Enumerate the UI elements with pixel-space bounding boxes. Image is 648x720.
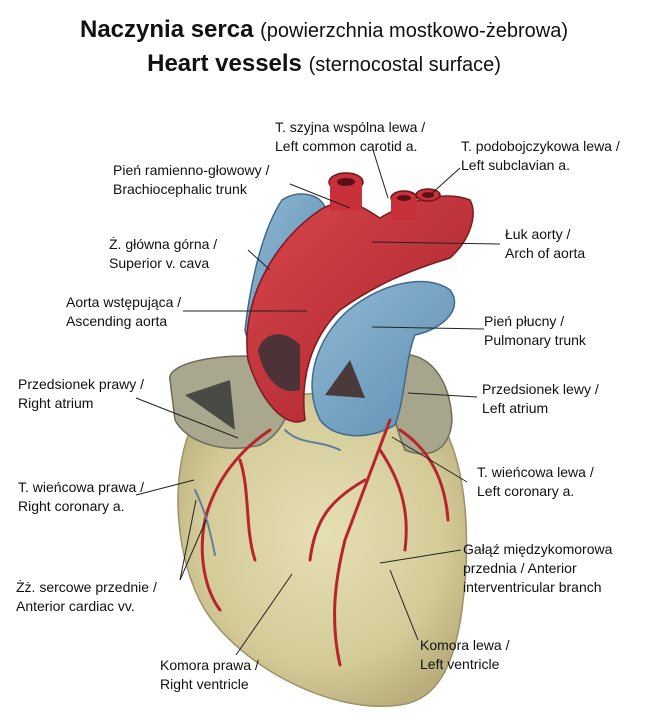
pulmonary-trunk — [311, 280, 456, 437]
label-superior-vena-cava: Ż. główna górna / Superior v. cava — [109, 236, 218, 271]
label-right-coronary: T. wieńcowa prawa / Right coronary a. — [18, 479, 145, 514]
title-line-2: Heart vessels (sternocostal surface) — [0, 49, 648, 80]
title-line-1: Naczynia serca (powierzchnia mostkowo-że… — [0, 15, 648, 46]
title-english: Heart vessels — [147, 50, 302, 77]
leader-lines — [135, 149, 501, 656]
label-left-coronary: T. wieńcowa lewa / Left coronary a. — [477, 464, 594, 499]
label-left-common-carotid: T. szyjna wspólna lewa / Left common car… — [275, 119, 426, 154]
subtitle-polish: (powierzchnia mostkowo-żebrowa) — [260, 20, 568, 42]
coronary-arteries — [200, 418, 450, 667]
label-left-subclavian: T. podobojczykowa lewa / Left subclavian… — [461, 138, 620, 173]
label-arch-of-aorta: Łuk aorty / Arch of aorta — [505, 226, 586, 261]
subtitle-english: (sternocostal surface) — [308, 54, 501, 76]
cardiac-veins — [194, 429, 341, 556]
label-left-atrium: Przedsionek lewy / Left atrium — [482, 381, 599, 416]
label-right-atrium: Przedsionek prawy / Right atrium — [18, 376, 145, 411]
label-pulmonary-trunk: Pień płucny / Pulmonary trunk — [484, 313, 586, 348]
title-polish: Naczynia serca — [79, 16, 254, 43]
label-ascending-aorta: Aorta wstępująca / Ascending aorta — [66, 294, 182, 329]
aorta — [246, 195, 474, 423]
label-brachiocephalic-trunk: Pień ramienno-głowowy / Brachiocephalic … — [113, 162, 270, 197]
label-right-ventricle: Komora prawa / Right ventricle — [160, 657, 259, 692]
aorta-shadow — [258, 334, 300, 392]
label-left-ventricle: Komora lewa / Left ventricle — [420, 637, 510, 672]
label-anterior-cardiac-veins: Żż. sercowe przednie / Anterior cardiac … — [16, 579, 157, 614]
label-anterior-interventricular: Gałąź międzykomorowa przednia / Anterior… — [463, 541, 613, 595]
pulmonary-shadow — [325, 360, 365, 398]
right-atrium-shadow — [185, 380, 235, 430]
